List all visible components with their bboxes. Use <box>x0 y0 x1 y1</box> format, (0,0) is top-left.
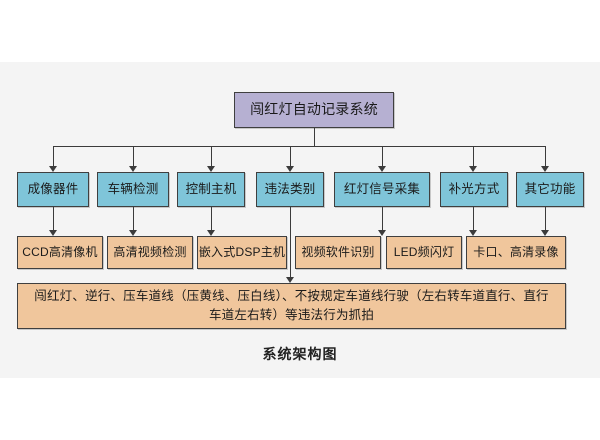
connector-root-stem <box>314 128 315 146</box>
leaf-label: 卡口、高清录像 <box>473 245 559 259</box>
arrowhead-violation-detail <box>286 277 294 283</box>
node-label: 控制主机 <box>185 181 237 196</box>
connector-bus-drop-3 <box>211 146 212 168</box>
arrowhead-leaf-1 <box>49 230 57 236</box>
arrowhead-leaf-5 <box>469 230 477 236</box>
node-label: 补光方式 <box>448 181 500 196</box>
node-label: 车辆检测 <box>107 181 159 196</box>
detail-box-violations[interactable]: 闯红灯、逆行、压车道线（压黄线、压白线）、不按规定车道线行驶（左右转车道直行、直… <box>17 283 566 329</box>
connector-bus-drop-2 <box>133 146 134 168</box>
arrowhead-bus-1 <box>49 166 57 172</box>
node-control-host[interactable]: 控制主机 <box>177 172 245 207</box>
node-imaging-device[interactable]: 成像器件 <box>17 172 89 207</box>
connector-bus-drop-7 <box>545 146 546 168</box>
leaf-label: CCD高清像机 <box>22 245 98 259</box>
connector-bus <box>53 146 545 147</box>
node-other-functions[interactable]: 其它功能 <box>516 172 584 207</box>
connector-bus-drop-4 <box>290 146 291 168</box>
arrowhead-bus-2 <box>129 166 137 172</box>
arrowhead-bus-3 <box>207 166 215 172</box>
arrowhead-bus-6 <box>469 166 477 172</box>
node-vehicle-detection[interactable]: 车辆检测 <box>97 172 169 207</box>
connector-violation-to-detail <box>290 207 291 279</box>
connector-bus-drop-6 <box>473 146 474 168</box>
leaf-hd-video-detection[interactable]: 高清视频检测 <box>107 236 193 269</box>
node-fill-light-method[interactable]: 补光方式 <box>440 172 508 207</box>
node-label: 成像器件 <box>27 181 79 196</box>
leaf-checkpoint-hd-recording[interactable]: 卡口、高清录像 <box>466 236 566 269</box>
arrowhead-leaf-6 <box>541 230 549 236</box>
leaf-label: 视频软件识别 <box>301 245 375 259</box>
leaf-label: 嵌入式DSP主机 <box>198 245 286 259</box>
connector-mid-leaf-5 <box>473 207 474 232</box>
arrowhead-leaf-4 <box>378 230 386 236</box>
leaf-label: LED频闪灯 <box>393 245 455 259</box>
arrowhead-bus-7 <box>541 166 549 172</box>
node-label: 其它功能 <box>524 181 576 196</box>
connector-bus-drop-5 <box>382 146 383 168</box>
node-violation-category[interactable]: 违法类别 <box>256 172 324 207</box>
leaf-embedded-dsp-host[interactable]: 嵌入式DSP主机 <box>197 236 287 269</box>
connector-mid-leaf-4 <box>382 207 383 232</box>
detail-box-label: 闯红灯、逆行、压车道线（压黄线、压白线）、不按规定车道线行驶（左右转车道直行、直… <box>34 289 549 322</box>
connector-bus-drop-1 <box>53 146 54 168</box>
arrowhead-bus-5 <box>378 166 386 172</box>
arrowhead-bus-4 <box>286 166 294 172</box>
connector-mid-leaf-2 <box>133 207 134 232</box>
node-red-light-signal-acquisition[interactable]: 红灯信号采集 <box>334 172 430 207</box>
leaf-ccd-hd-camera[interactable]: CCD高清像机 <box>17 236 103 269</box>
arrowhead-leaf-2 <box>129 230 137 236</box>
node-label: 违法类别 <box>264 181 316 196</box>
connector-mid-leaf-6 <box>545 207 546 232</box>
connector-mid-leaf-1 <box>53 207 54 232</box>
root-node-system[interactable]: 闯红灯自动记录系统 <box>234 92 394 128</box>
diagram-caption: 系统架构图 <box>262 346 338 362</box>
leaf-label: 高清视频检测 <box>113 245 187 259</box>
arrowhead-leaf-3 <box>207 230 215 236</box>
leaf-video-software-recognition[interactable]: 视频软件识别 <box>295 236 381 269</box>
node-label: 红灯信号采集 <box>343 181 421 196</box>
root-node-label: 闯红灯自动记录系统 <box>250 101 378 118</box>
connector-mid-leaf-3 <box>211 207 212 232</box>
leaf-led-strobe-light[interactable]: LED频闪灯 <box>386 236 462 269</box>
